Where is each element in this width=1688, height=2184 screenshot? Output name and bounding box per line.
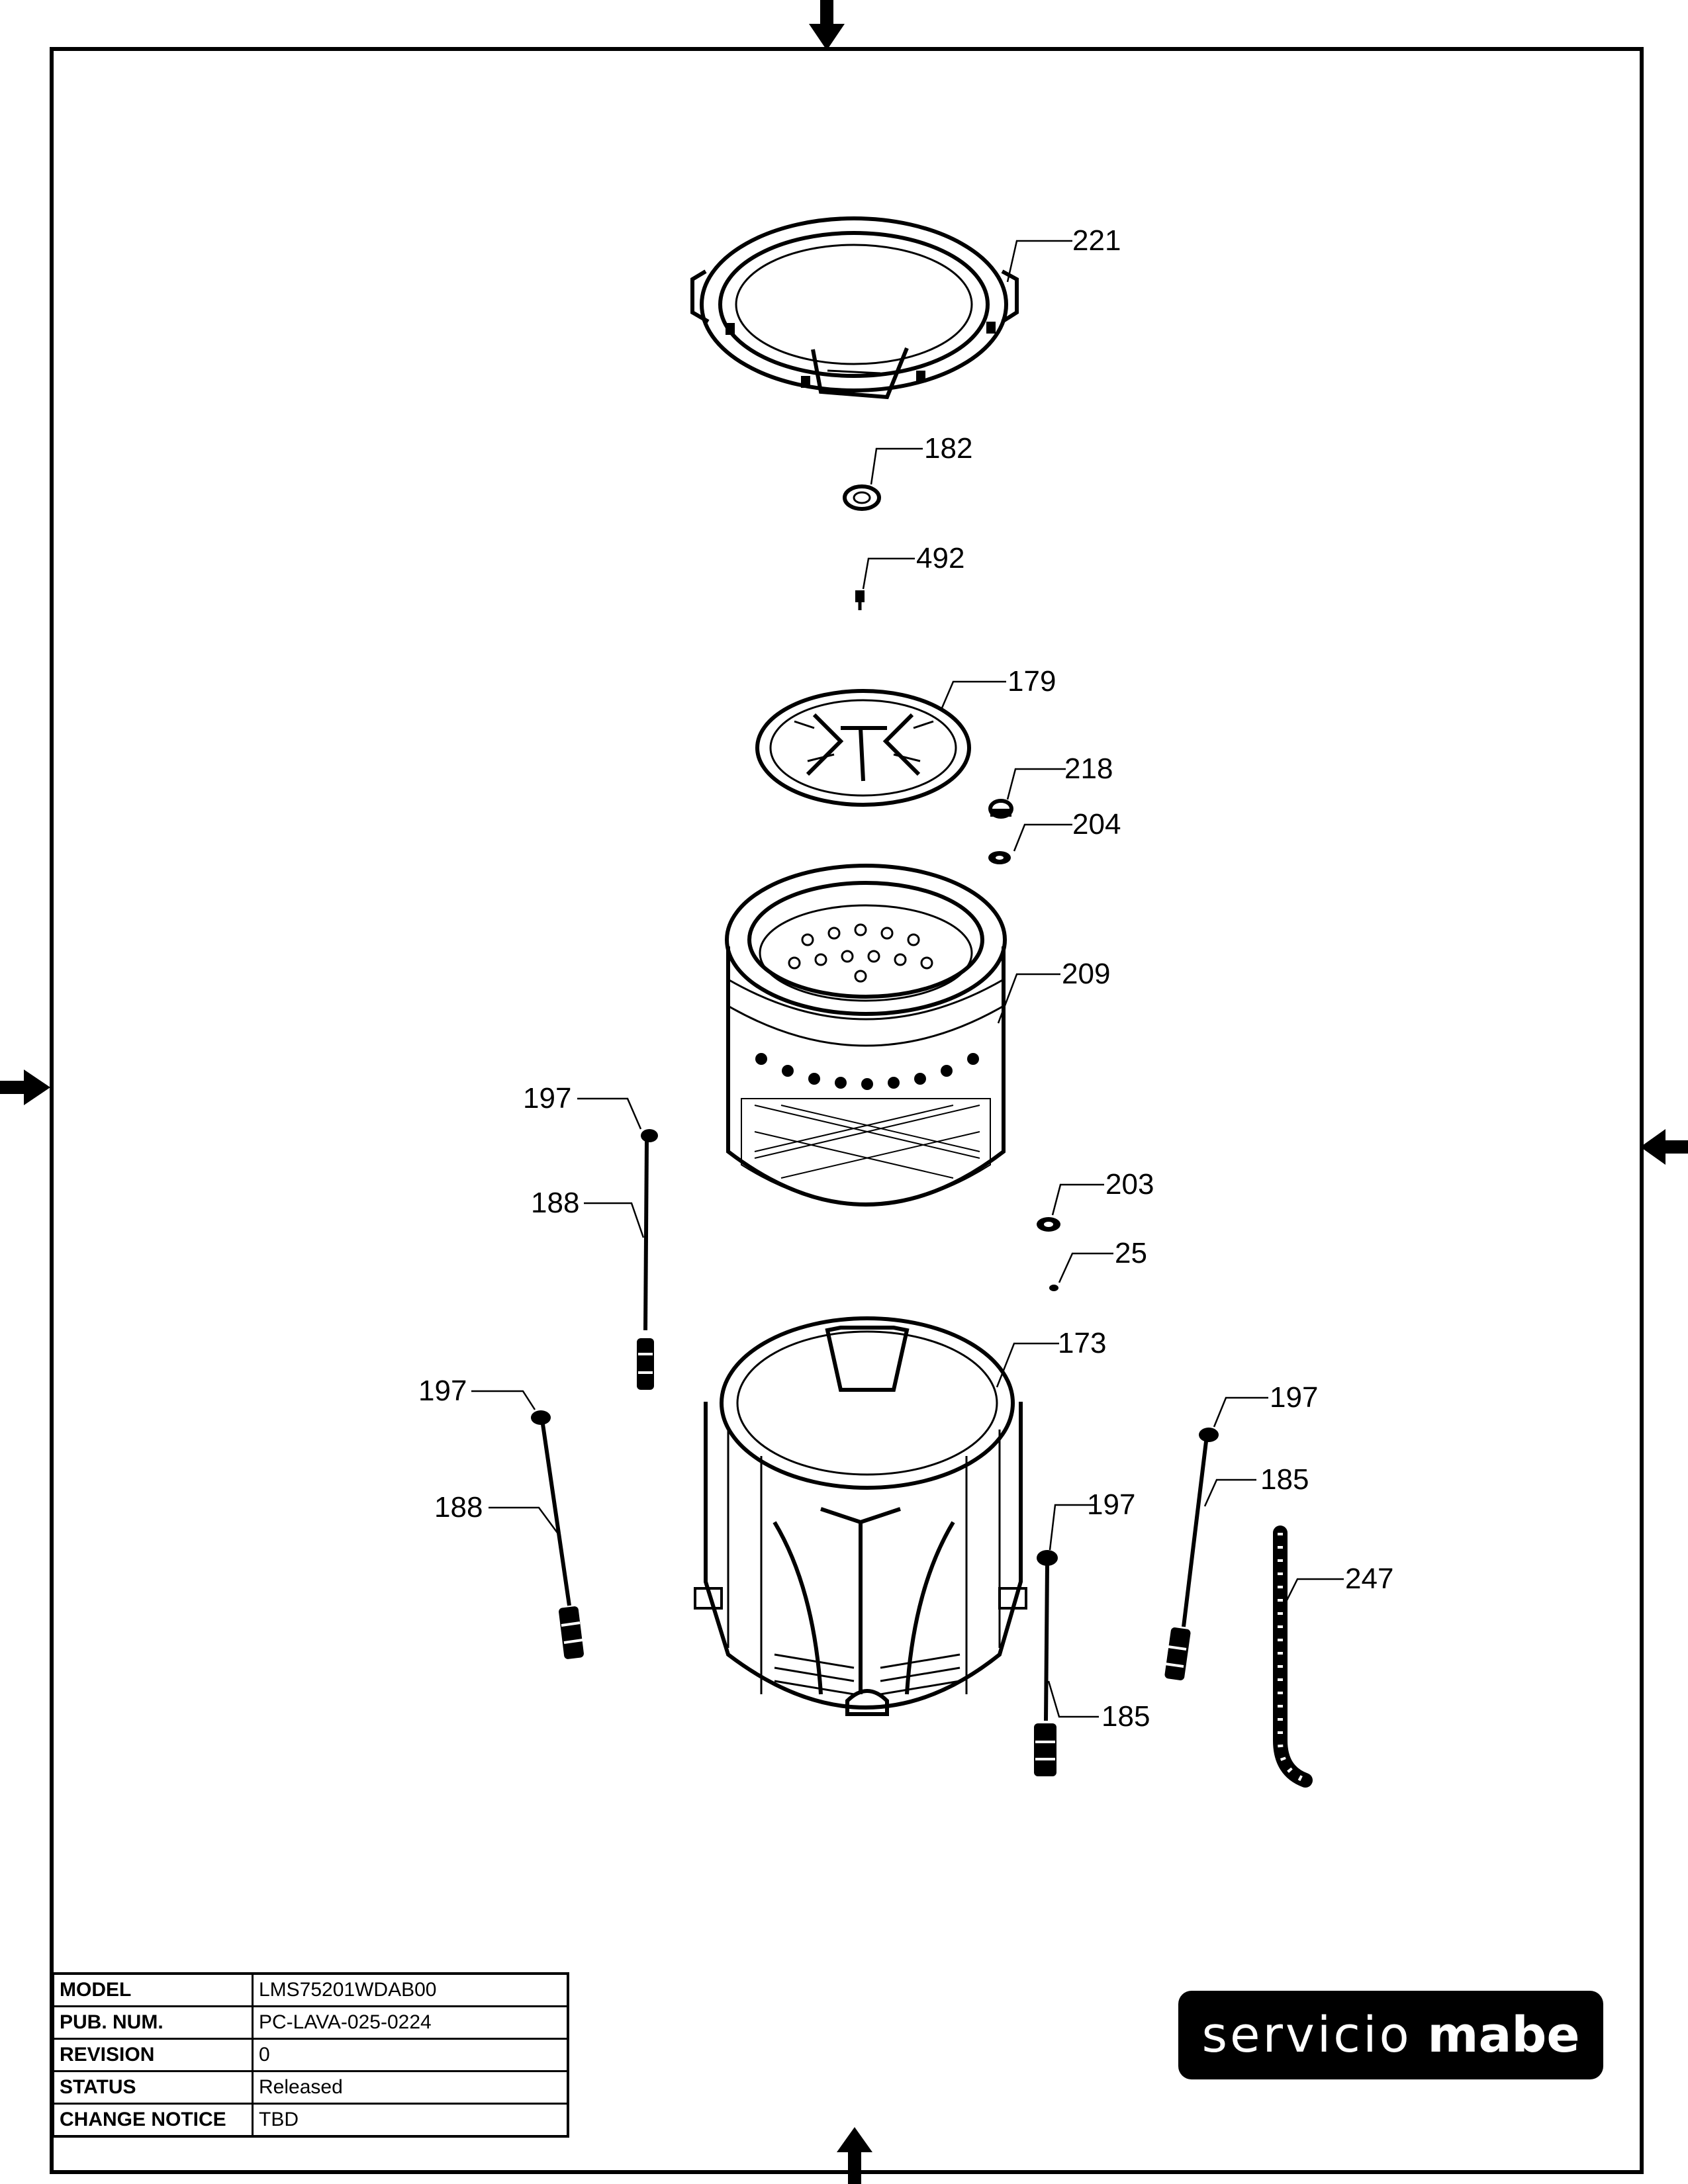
callout-221: 221: [1072, 224, 1121, 257]
top-center-arrow: [809, 0, 845, 50]
cap-218: [988, 799, 1013, 819]
screw-25: [1049, 1285, 1058, 1291]
logo-word-servicio: servicio: [1201, 2007, 1412, 2064]
title-block-row: STATUS Released: [52, 2070, 569, 2105]
callout-173: 173: [1058, 1327, 1106, 1359]
title-block-row: MODEL LMS75201WDAB00: [52, 1972, 569, 2007]
callout-25: 25: [1115, 1237, 1147, 1269]
callout-185-b: 185: [1102, 1700, 1150, 1733]
callout-197-a: 197: [523, 1082, 571, 1115]
callout-492: 492: [916, 542, 964, 574]
bottom-center-arrow: [837, 2127, 872, 2184]
suspension-rod-188-upper: [637, 1129, 658, 1390]
title-block-table: MODEL LMS75201WDAB00 PUB. NUM. PC-LAVA-0…: [52, 1972, 569, 2138]
model-label: MODEL: [52, 1972, 254, 2007]
callout-247: 247: [1345, 1563, 1393, 1595]
callout-188-b: 188: [434, 1491, 483, 1524]
callout-188-a: 188: [531, 1187, 579, 1219]
status-value: Released: [252, 2070, 569, 2105]
outer-tub-173: [694, 1316, 1027, 1716]
change-notice-value: TBD: [252, 2103, 569, 2138]
suspension-rod-185-center: [1034, 1550, 1058, 1776]
callout-labels: 221 182 492 179 218 204 209 197 188 203 …: [418, 224, 1393, 1733]
ring-182: [843, 484, 881, 511]
callout-218: 218: [1064, 752, 1113, 785]
callout-185-a: 185: [1260, 1463, 1309, 1496]
callout-203: 203: [1105, 1168, 1154, 1201]
callout-197-d: 197: [1087, 1488, 1135, 1521]
revision-value: 0: [252, 2038, 569, 2072]
callout-197-b: 197: [418, 1375, 467, 1407]
pub-num-label: PUB. NUM.: [52, 2005, 254, 2040]
pub-num-value: PC-LAVA-025-0224: [252, 2005, 569, 2040]
callout-204: 204: [1072, 808, 1121, 841]
servicio-mabe-logo: servicio mabe: [1178, 1991, 1603, 2079]
impeller-179: [755, 689, 971, 807]
callout-197-c: 197: [1270, 1381, 1318, 1414]
hose-247: [1273, 1525, 1313, 1788]
washer-203: [1037, 1217, 1060, 1232]
right-center-arrow: [1640, 1129, 1688, 1165]
callout-179: 179: [1008, 665, 1056, 698]
callout-182: 182: [924, 432, 972, 465]
title-block-row: REVISION 0: [52, 2038, 569, 2072]
callout-209: 209: [1062, 958, 1110, 990]
page-frame: [50, 47, 1644, 2174]
suspension-rod-188-lower: [531, 1410, 584, 1659]
leader-lines: [471, 240, 1344, 1718]
revision-label: REVISION: [52, 2038, 254, 2072]
model-value: LMS75201WDAB00: [252, 1972, 569, 2007]
tub-ring-221: [690, 216, 1019, 400]
basket-209: [725, 864, 1007, 1206]
title-block-row: CHANGE NOTICE TBD: [52, 2103, 569, 2138]
title-block-row: PUB. NUM. PC-LAVA-025-0224: [52, 2005, 569, 2040]
left-center-arrow: [0, 1069, 50, 1105]
change-notice-label: CHANGE NOTICE: [52, 2103, 254, 2138]
screw-492: [855, 590, 865, 610]
suspension-rod-185-right: [1164, 1428, 1219, 1680]
logo-word-mabe: mabe: [1427, 2007, 1580, 2064]
status-label: STATUS: [52, 2070, 254, 2105]
washer-204: [988, 851, 1011, 864]
